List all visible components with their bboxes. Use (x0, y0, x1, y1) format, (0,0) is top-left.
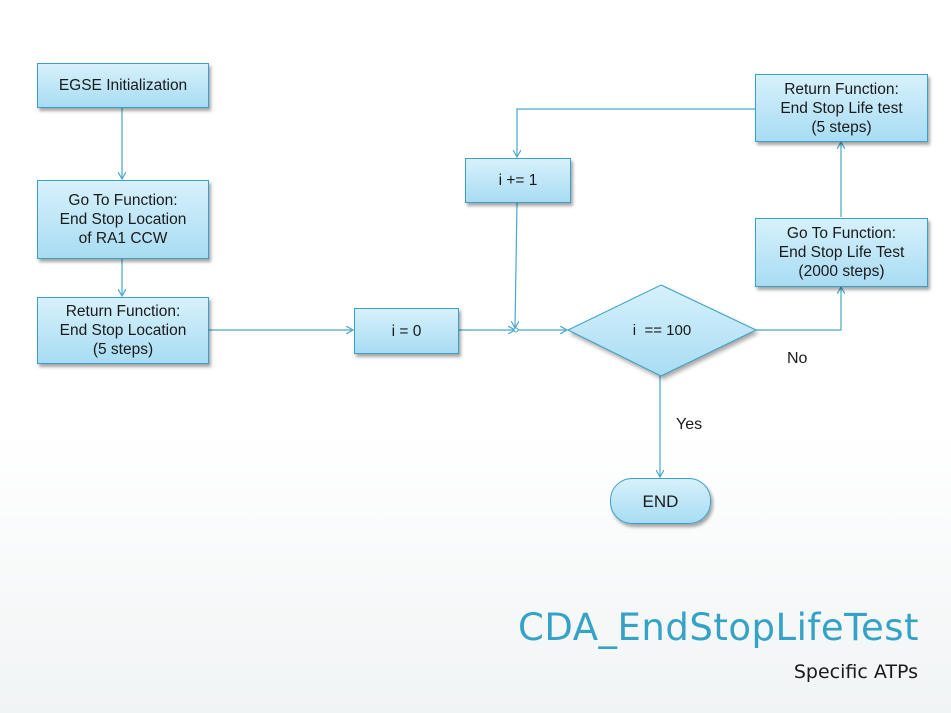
slide-subtitle: Specific ATPs (793, 661, 918, 683)
egse-initialization-box: EGSE Initialization (37, 63, 209, 108)
edge-increment-to-junction (515, 202, 517, 328)
goto-end-stop-location-box: Go To Function: End Stop Location of RA1… (37, 180, 209, 259)
yes-branch-label: Yes (676, 416, 703, 433)
decision-diamond (566, 284, 758, 377)
edge-decision-no-to-goto-life (755, 287, 841, 331)
goto-life-test-box: Go To Function: End Stop Life Test (2000… (755, 218, 928, 287)
slide-title: CDA_EndStopLifeTest (518, 606, 919, 649)
edge-return-life-to-increment (517, 108, 755, 157)
no-branch-label: No (787, 350, 808, 367)
return-life-test-box: Return Function: End Stop Life test (5 s… (755, 74, 928, 142)
decision-label: i == 100 (632, 321, 692, 339)
init-counter-box: i = 0 (354, 308, 459, 354)
end-terminator: END (610, 478, 711, 524)
increment-counter-box: i += 1 (465, 158, 571, 203)
return-end-stop-location-box: Return Function: End Stop Location (5 st… (37, 297, 209, 364)
loop-junction (513, 327, 519, 333)
